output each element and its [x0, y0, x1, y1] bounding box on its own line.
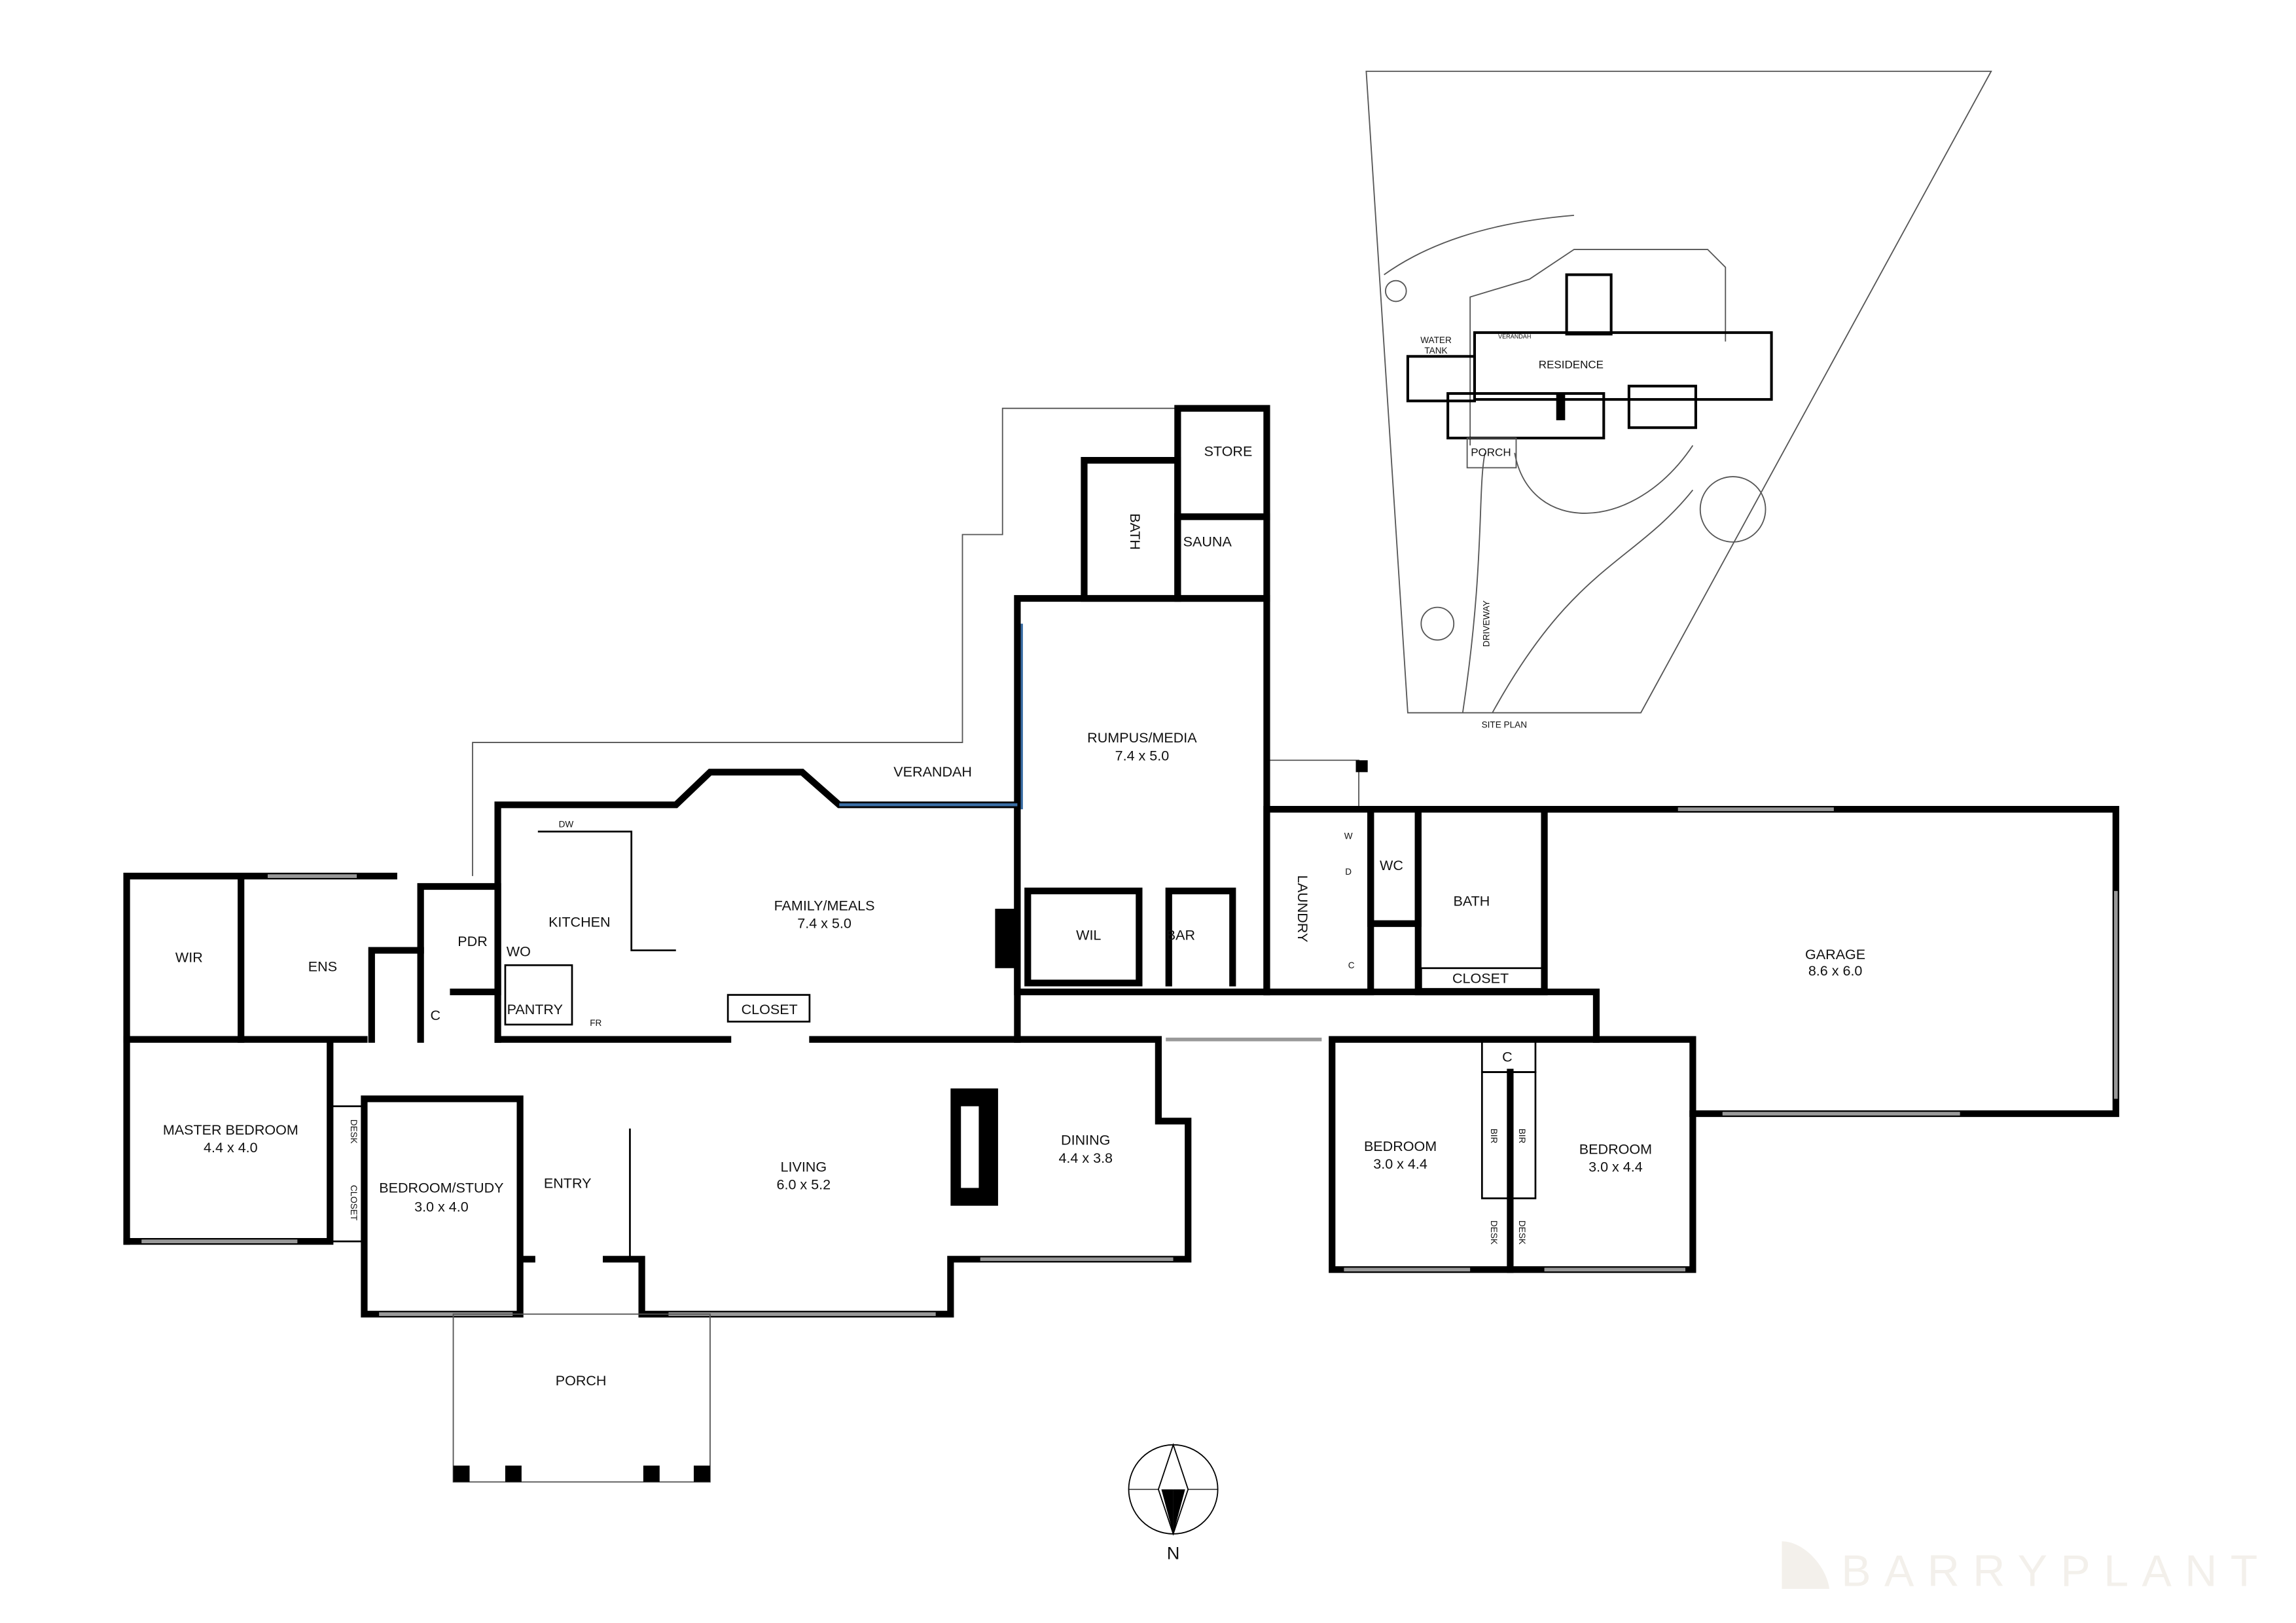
label-c-pdr: C	[431, 1008, 441, 1023]
label-desk-master: DESK	[349, 1120, 359, 1144]
room-garage: GARAGE	[1805, 947, 1865, 962]
room-master: MASTER BEDROOM	[163, 1122, 298, 1138]
room-wir: WIR	[175, 950, 203, 966]
porch-structure	[452, 1128, 711, 1483]
site-water-tank-1: WATER	[1420, 335, 1452, 345]
room-garage-dims: 8.6 x 6.0	[1808, 963, 1863, 979]
windows	[141, 623, 2118, 1317]
room-bedroom-3-dims: 3.0 x 4.4	[1588, 1159, 1643, 1175]
room-bedroom-2: BEDROOM	[1364, 1139, 1437, 1154]
site-verandah: VERANDAH	[1498, 333, 1531, 340]
room-labels: STORE SAUNA BATH RUMPUS/MEDIA 7.4 x 5.0 …	[163, 443, 1865, 1389]
logo-text: BARRYPLANT	[1841, 1546, 2271, 1596]
room-family: FAMILY/MEALS	[774, 898, 875, 913]
room-pdr: PDR	[457, 934, 487, 949]
site-porch: PORCH	[1471, 446, 1511, 458]
label-desk-2: DESK	[1517, 1220, 1527, 1245]
site-plan-title: SITE PLAN	[1482, 720, 1528, 729]
label-d: D	[1345, 867, 1352, 877]
barryplant-logo: BARRYPLANT	[1782, 1541, 2271, 1596]
room-living: LIVING	[781, 1159, 827, 1175]
fireplace-icon	[950, 1088, 998, 1206]
room-study-dims: 3.0 x 4.0	[414, 1199, 469, 1215]
room-bedroom-3: BEDROOM	[1579, 1141, 1652, 1157]
label-c-bed: C	[1502, 1049, 1513, 1065]
label-bir-2: BIR	[1517, 1129, 1527, 1144]
room-study: BEDROOM/STUDY	[379, 1180, 503, 1195]
room-dining-dims: 4.4 x 3.8	[1058, 1150, 1113, 1166]
room-store: STORE	[1204, 443, 1253, 459]
room-closet-family: CLOSET	[742, 1002, 798, 1017]
label-dw: DW	[559, 819, 574, 829]
room-dining: DINING	[1061, 1133, 1110, 1148]
verandah-outline	[472, 407, 1368, 877]
room-master-dims: 4.4 x 4.0	[204, 1140, 258, 1156]
room-family-dims: 7.4 x 5.0	[797, 916, 852, 932]
room-verandah: VERANDAH	[893, 764, 972, 780]
room-ens: ENS	[308, 958, 337, 974]
site-residence: RESIDENCE	[1539, 358, 1604, 371]
compass-label: N	[1167, 1542, 1180, 1563]
label-closet-master: CLOSET	[349, 1185, 359, 1220]
room-rumpus-dims: 7.4 x 5.0	[1115, 748, 1170, 763]
fireplace-family-icon	[995, 909, 1019, 968]
room-sauna: SAUNA	[1183, 534, 1232, 550]
site-driveway: DRIVEWAY	[1482, 600, 1492, 647]
site-water-tank-2: TANK	[1424, 346, 1447, 356]
label-fr: FR	[590, 1018, 601, 1028]
label-wo: WO	[507, 944, 531, 960]
room-entry: ENTRY	[544, 1175, 592, 1191]
room-rumpus: RUMPUS/MEDIA	[1087, 730, 1197, 746]
room-pantry: PANTRY	[507, 1002, 563, 1017]
room-living-dims: 6.0 x 5.2	[777, 1177, 831, 1193]
label-c-laundry: C	[1348, 960, 1355, 970]
room-wil: WIL	[1076, 928, 1101, 943]
label-desk-1: DESK	[1489, 1220, 1499, 1245]
room-porch: PORCH	[556, 1373, 607, 1389]
room-bath-upper: BATH	[1127, 513, 1143, 550]
label-bir-1: BIR	[1489, 1129, 1499, 1144]
room-laundry: LAUNDRY	[1295, 875, 1310, 943]
room-kitchen: KITCHEN	[548, 914, 611, 930]
room-wc: WC	[1380, 858, 1403, 873]
site-plan: WATER TANK VERANDAH RESIDENCE PORCH DRIV…	[1365, 70, 1992, 729]
room-bath-east: BATH	[1454, 894, 1490, 909]
room-closet-bath: CLOSET	[1452, 970, 1509, 986]
walls	[123, 405, 2119, 1318]
label-w: W	[1344, 831, 1353, 841]
room-bedroom-2-dims: 3.0 x 4.4	[1373, 1156, 1427, 1172]
room-bar: BAR	[1166, 928, 1195, 943]
north-arrow-icon	[1128, 1442, 1219, 1536]
